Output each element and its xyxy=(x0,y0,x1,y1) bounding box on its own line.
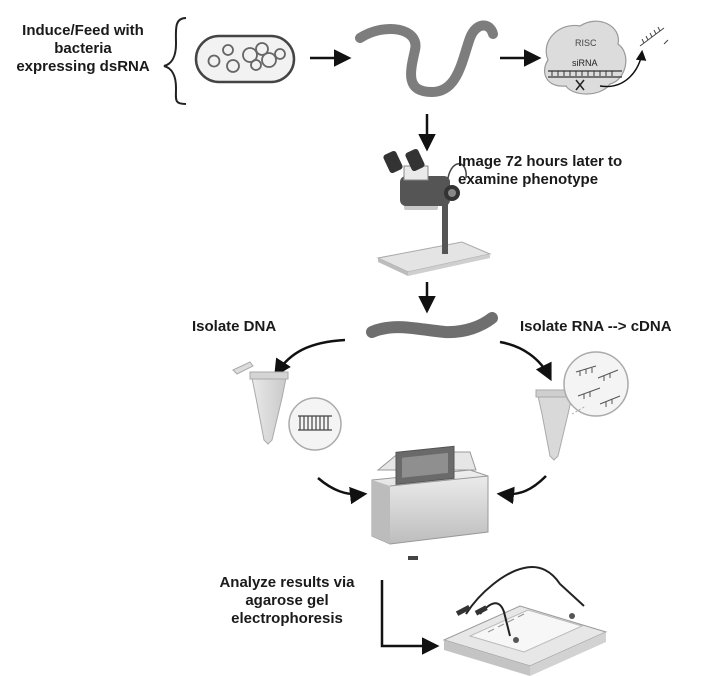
arrow-to-dna xyxy=(274,338,346,377)
risc-label: RISC xyxy=(575,38,597,48)
feed-step-label: Induce/Feed with bacteria expressing dsR… xyxy=(16,22,150,75)
dna-strand-icon xyxy=(298,415,332,431)
worm-icon xyxy=(355,20,498,98)
analyze-step-label: Analyze results via agarose gel electrop… xyxy=(219,574,355,627)
microscope-icon xyxy=(376,148,492,276)
sirna-label: siRNA xyxy=(572,58,598,68)
cdna-strands-icon xyxy=(575,365,621,407)
risc-complex-icon: RISC siRNA xyxy=(544,20,669,95)
arrow-to-rna xyxy=(499,340,552,382)
isolate-dna-label: Isolate DNA xyxy=(192,318,277,335)
rna-tube-icon xyxy=(535,351,629,461)
gel-electrophoresis-icon xyxy=(442,566,608,676)
arrow-rna-to-pcr xyxy=(496,475,547,505)
bacteria-icon xyxy=(194,34,296,84)
cleaved-rna-icon xyxy=(639,26,669,47)
scissors-icon xyxy=(575,79,585,91)
curly-brace xyxy=(163,17,187,105)
thermocycler-icon xyxy=(371,445,489,560)
arrow-dna-to-pcr xyxy=(317,477,368,505)
image-step-label: Image 72 hours later to examine phenotyp… xyxy=(458,153,623,188)
worm-icon-2 xyxy=(366,312,498,339)
isolate-rna-label: Isolate RNA --> cDNA xyxy=(520,318,672,335)
arrow-to-gel xyxy=(380,580,440,655)
dna-tube-icon xyxy=(232,361,342,451)
